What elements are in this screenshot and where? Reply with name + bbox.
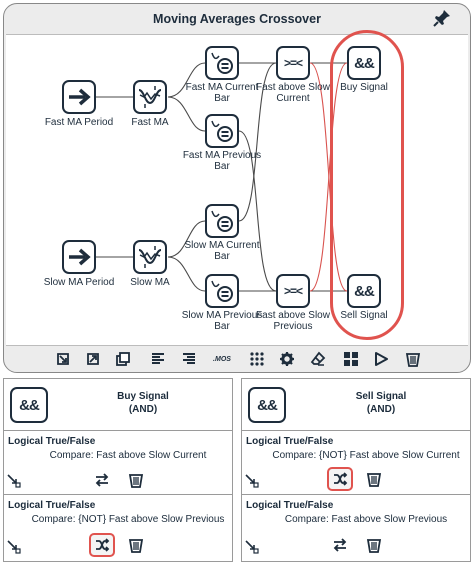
buy-panel-type: (AND) (128, 404, 158, 415)
invert-toggle-icon[interactable] (330, 535, 350, 555)
condition-title: Logical True/False (8, 436, 96, 447)
condition-compare: Compare: {NOT} Fast above Slow Current (272, 450, 460, 461)
canvas-title: Moving Averages Crossover (153, 12, 321, 26)
condition-compare: Compare: {NOT} Fast above Slow Previous (31, 514, 225, 525)
condition-compare: Compare: Fast above Slow Previous (284, 514, 448, 525)
gear-icon[interactable] (278, 350, 296, 368)
trash-icon[interactable] (126, 470, 146, 490)
fast-above-slow-previous-node[interactable]: >=< (276, 274, 310, 308)
slow-ma-node[interactable] (133, 240, 167, 274)
condition-title: Logical True/False (8, 500, 96, 511)
invert-toggle-icon[interactable] (92, 470, 112, 490)
buy-condition-2[interactable]: Logical True/False Compare: {NOT} Fast a… (4, 495, 232, 563)
buy-panel-name: Buy Signal (117, 391, 169, 402)
fast-ma-node[interactable] (133, 80, 167, 114)
sell-signal-panel: && Sell Signal (AND) Logical True/False … (241, 378, 471, 562)
eraser-icon[interactable] (309, 350, 327, 368)
link-icon[interactable] (6, 473, 22, 489)
canvas-toolbar: .MOS (4, 346, 470, 372)
link-icon[interactable] (244, 473, 260, 489)
and-icon: && (354, 54, 375, 72)
fast-ma-period-node[interactable] (62, 80, 96, 114)
slow-ma-current-bar-label: Slow MA Current Bar (184, 240, 260, 262)
export-icon[interactable] (84, 350, 102, 368)
buy-panel-title: Buy Signal (AND) (54, 390, 232, 416)
mos-export-button[interactable]: .MOS (209, 350, 235, 368)
sell-signal-node[interactable]: && (347, 274, 381, 308)
sell-condition-1[interactable]: Logical True/False Compare: {NOT} Fast a… (242, 431, 470, 495)
bar-value-icon (211, 52, 233, 74)
sell-signal-label: Sell Signal (340, 310, 388, 321)
fast-above-slow-current-label: Fast above Slow Current (256, 82, 330, 104)
fast-ma-current-bar-label: Fast MA Current Bar (185, 82, 259, 104)
sell-panel-header: && Sell Signal (AND) (242, 379, 470, 431)
slow-ma-current-bar-node[interactable] (205, 204, 239, 238)
and-icon: && (19, 396, 40, 414)
not-toggle-icon[interactable] (89, 533, 115, 557)
moving-average-icon (138, 86, 162, 108)
compare-icon: >=< (283, 284, 303, 298)
fast-ma-current-bar-node[interactable] (205, 46, 239, 80)
copy-icon[interactable] (114, 350, 132, 368)
grid-icon[interactable] (248, 350, 266, 368)
fast-ma-previous-bar-node[interactable] (205, 114, 239, 148)
link-icon[interactable] (6, 539, 22, 555)
trash-icon[interactable] (404, 350, 422, 368)
buy-signal-label: Buy Signal (340, 82, 388, 93)
buy-signal-node[interactable]: && (347, 46, 381, 80)
slow-ma-period-label: Slow MA Period (43, 277, 115, 288)
sell-and-node[interactable]: && (248, 387, 286, 423)
arrow-right-icon (69, 248, 91, 266)
and-icon: && (354, 282, 375, 300)
trash-icon[interactable] (364, 469, 384, 489)
trash-icon[interactable] (364, 535, 384, 555)
sell-panel-name: Sell Signal (355, 391, 407, 402)
slow-ma-label: Slow MA (130, 277, 170, 288)
link-icon[interactable] (244, 539, 260, 555)
slow-ma-period-node[interactable] (62, 240, 96, 274)
not-toggle-icon[interactable] (327, 467, 353, 491)
buy-condition-1[interactable]: Logical True/False Compare: Fast above S… (4, 431, 232, 495)
sell-panel-type: (AND) (366, 404, 396, 415)
buy-signal-panel: && Buy Signal (AND) Logical True/False C… (3, 378, 233, 562)
align-right-icon[interactable] (180, 350, 198, 368)
pin-icon[interactable] (432, 8, 452, 28)
play-icon[interactable] (372, 350, 390, 368)
condition-compare: Compare: Fast above Slow Current (49, 450, 207, 461)
buy-panel-header: && Buy Signal (AND) (4, 379, 232, 431)
and-icon: && (257, 396, 278, 414)
fast-above-slow-previous-label: Fast above Slow Previous (256, 310, 330, 332)
sell-panel-title: Sell Signal (AND) (292, 390, 470, 416)
import-icon[interactable] (54, 350, 72, 368)
align-left-icon[interactable] (149, 350, 167, 368)
fast-above-slow-current-node[interactable]: >=< (276, 46, 310, 80)
slow-ma-previous-bar-node[interactable] (205, 274, 239, 308)
buy-and-node[interactable]: && (10, 387, 48, 423)
sell-condition-2[interactable]: Logical True/False Compare: Fast above S… (242, 495, 470, 563)
arrow-right-icon (69, 88, 91, 106)
bar-value-icon (211, 280, 233, 302)
fast-ma-period-label: Fast MA Period (44, 117, 114, 128)
fast-ma-label: Fast MA (131, 117, 169, 128)
condition-title: Logical True/False (246, 500, 334, 511)
bar-value-icon (211, 120, 233, 142)
layout-icon[interactable] (342, 350, 360, 368)
fast-ma-previous-bar-label: Fast MA Previous Bar (182, 150, 262, 172)
bar-value-icon (211, 210, 233, 232)
compare-icon: >=< (283, 56, 303, 70)
condition-title: Logical True/False (246, 436, 334, 447)
slow-ma-previous-bar-label: Slow MA Previous Bar (181, 310, 263, 332)
moving-average-icon (138, 246, 162, 268)
trash-icon[interactable] (126, 535, 146, 555)
mos-label: .MOS (213, 355, 231, 363)
